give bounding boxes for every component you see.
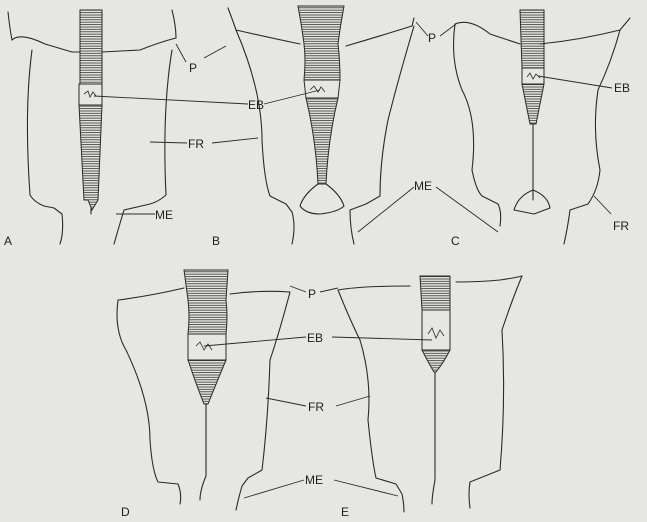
panel-a [8,10,176,244]
panel-d-left-outline [117,300,181,504]
label-fr-top: FR [188,137,204,151]
panel-d-element-band [188,334,226,360]
label-p-c: P [428,31,436,45]
panel-letter-e: E [341,505,349,519]
panel-b-left-upper [228,8,300,44]
panel-c-right-upper [540,18,630,44]
leader-p-top-a [176,44,186,62]
leader-p-bottom-b [320,288,338,292]
panel-b-manubrium-hatched [298,6,344,80]
label-me-a: ME [155,208,173,222]
panel-e-manubrium-hatched [420,276,450,310]
panel-d-midline [200,404,206,500]
panel-d [117,270,290,510]
leader-eb-top-a [94,96,248,104]
panel-a-upper-edge-right [102,38,176,52]
label-p-bottom: P [308,287,316,301]
leader-p-bottom-a [290,286,306,292]
panel-letter-d: D [121,505,130,519]
label-me-top: ME [414,179,432,193]
panel-b-left-outline [236,30,294,244]
panel-letter-b: B [212,234,220,248]
label-fr-bottom: FR [308,400,324,414]
panel-a-left-top-stub [8,12,12,40]
panel-e-left-outline [338,290,404,512]
leader-me-bottom-a [244,480,304,498]
leader-eb-bottom-b [332,337,432,340]
panel-a-left-outline [27,50,62,244]
panel-e-body-hatched [422,350,450,372]
leader-fr-bottom-b [336,396,370,406]
panel-c-manubrium-hatched [520,10,544,68]
panel-e-midline [432,372,435,504]
panel-b-right-upper [346,18,414,46]
panel-c-left-upper [455,22,520,44]
label-p-top: P [189,61,197,75]
panel-b-body-hatched [306,98,338,184]
panel-d-body-hatched [188,360,226,404]
leader-me-top-b [436,187,498,232]
leader-fr-c [594,196,611,214]
panel-c-body-hatched [522,84,544,124]
panel-d-manubrium-hatched [184,270,228,334]
panel-c-right-outline [564,30,620,244]
panel-c-left-outline [454,24,501,226]
panel-c [454,10,630,244]
panel-c-xiphoid [514,190,550,214]
panel-e [338,276,522,512]
panel-b-element-band [304,80,340,98]
panel-a-body-hatched [79,105,102,210]
panel-a-element-band [79,84,102,105]
leader-fr-top-a [150,142,187,143]
leader-me-top-a [358,187,414,232]
panel-a-upper-edge [12,37,80,52]
panel-b-xiphoid [300,184,344,214]
panel-b-right-outline [350,26,414,244]
panel-letter-c: C [451,234,460,248]
panel-a-manubrium-hatched [80,10,102,84]
panel-letter-a: A [4,234,12,248]
panel-a-right-top-stub [172,10,176,38]
label-me-bottom: ME [305,473,323,487]
panel-e-element-band [422,310,450,350]
label-eb-bottom: EB [307,331,323,345]
leader-eb-c [538,76,612,88]
label-eb-c: EB [614,81,630,95]
label-eb-top: EB [248,98,264,112]
leader-p-top-b [204,46,226,58]
panel-b [228,6,414,244]
leader-fr-bottom-a [266,398,306,406]
panel-e-right-outline [469,276,522,508]
leader-me-bottom-b [334,480,398,496]
leader-fr-top-b [212,138,258,143]
label-fr-c: FR [613,219,629,233]
leader-p-c-a [416,22,428,36]
